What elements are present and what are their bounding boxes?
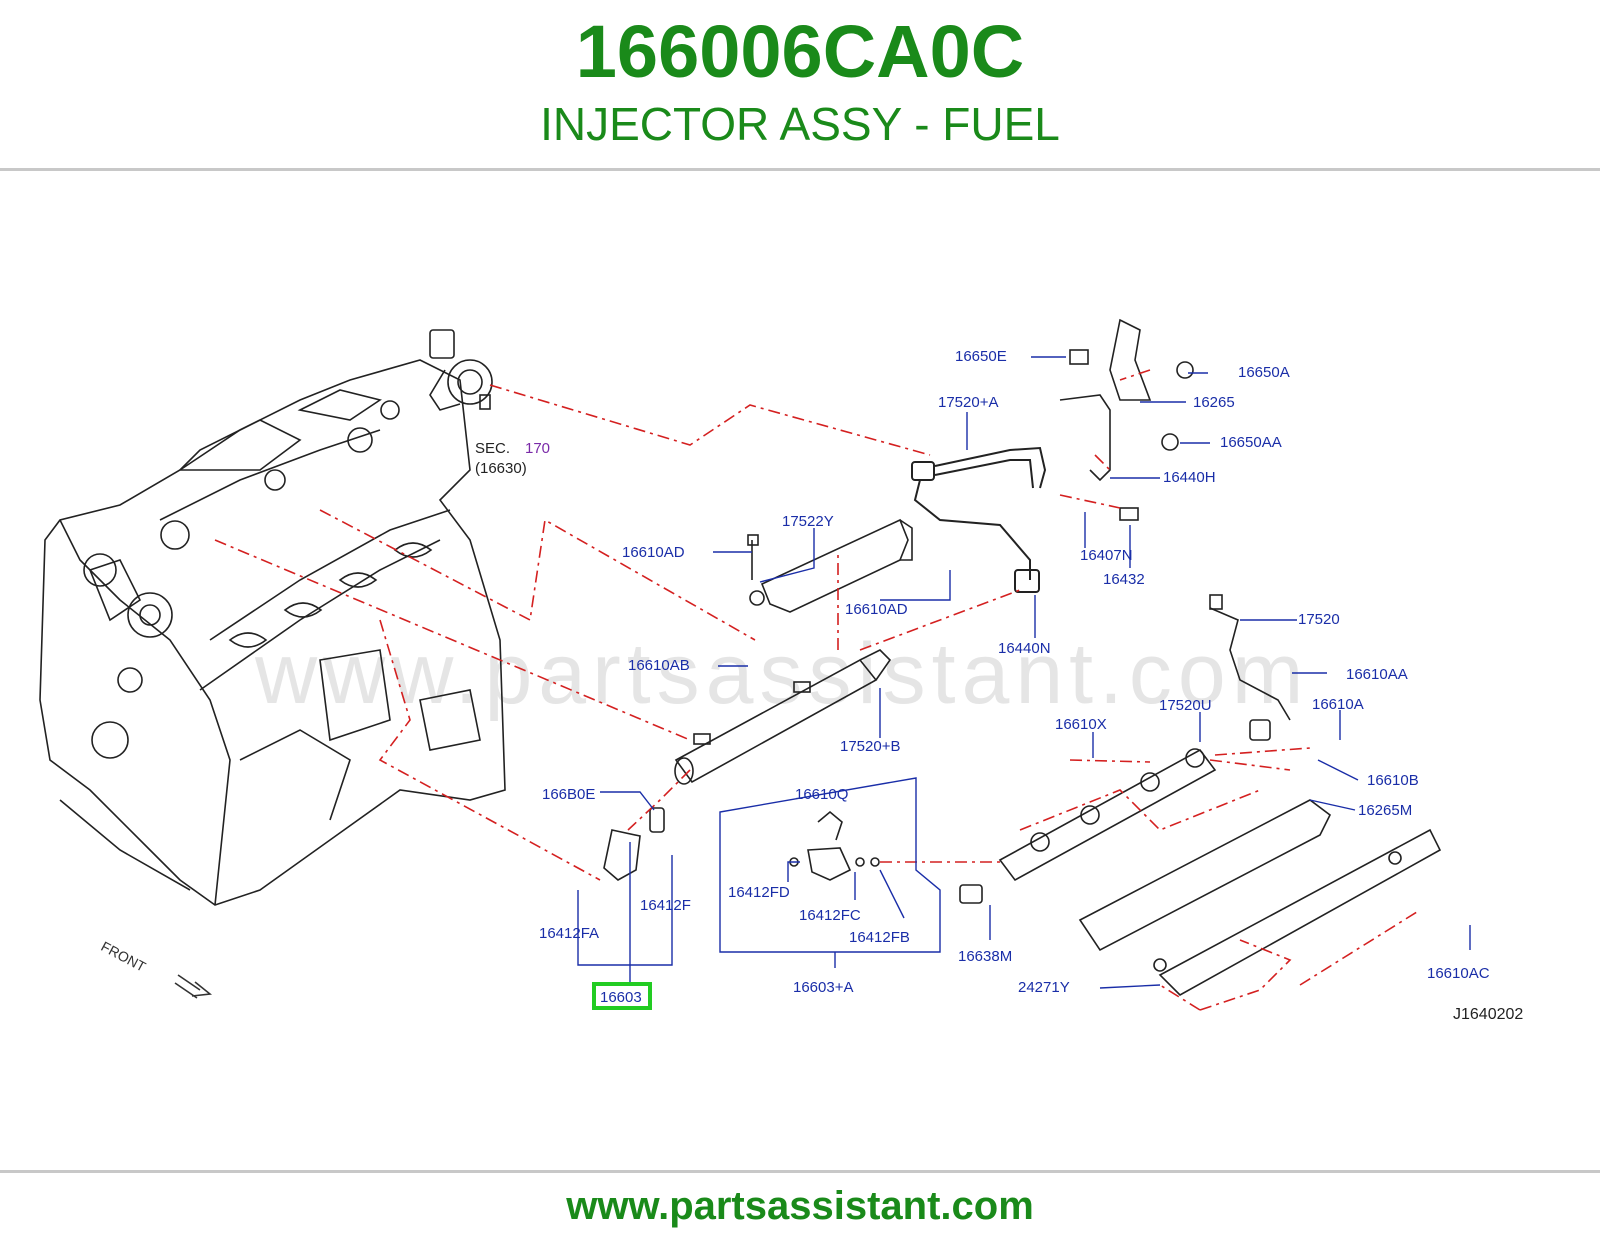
engine-block-drawing (39, 359, 506, 906)
footer-website-link[interactable]: www.partsassistant.com (566, 1184, 1034, 1228)
rail-assembly-right-drawing (959, 594, 1442, 996)
callout-16610q[interactable]: 16610Q (795, 786, 849, 803)
leader-lines-red (214, 369, 1421, 1011)
callout-16412f[interactable]: 16412F (640, 897, 691, 914)
fuel-pump-drawing (429, 329, 493, 411)
callout-16610ad-upper[interactable]: 16610AD (622, 544, 685, 561)
callout-16440h[interactable]: 16440H (1163, 469, 1216, 486)
header-divider (0, 168, 1600, 171)
callout-16265m[interactable]: 16265M (1358, 802, 1413, 819)
parts-diagram (39, 318, 1471, 1011)
callout-17520u[interactable]: 17520U (1159, 697, 1212, 714)
leader-lines-blue (577, 356, 1471, 989)
highlighted-part-box[interactable] (592, 982, 652, 1010)
callout-16650aa[interactable]: 16650AA (1220, 434, 1282, 451)
fuel-tube-drawing (911, 446, 1047, 593)
upper-bracket-drawing (1059, 318, 1194, 521)
callout-16610aa[interactable]: 16610AA (1346, 666, 1408, 683)
callout-16412fa[interactable]: 16412FA (539, 925, 600, 942)
protector-bracket-drawing (747, 518, 913, 613)
highlighted-part-label[interactable]: 16603 (600, 989, 642, 1006)
callout-17522y[interactable]: 17522Y (782, 513, 834, 530)
callout-16412fb[interactable]: 16412FB (849, 929, 910, 946)
fuel-rail-drawing (674, 649, 892, 785)
callout-16610ab[interactable]: 16610AB (628, 657, 690, 674)
callout-16610ad-lower[interactable]: 16610AD (845, 601, 908, 618)
callout-17520a[interactable]: 17520+A (938, 394, 999, 411)
footer-divider (0, 1170, 1600, 1173)
callout-24271y[interactable]: 24271Y (1018, 979, 1070, 996)
sec-label: SEC. (475, 440, 511, 457)
callout-16440n[interactable]: 16440N (998, 640, 1051, 657)
part-number-title: 166006CA0C (575, 10, 1025, 93)
callout-16610x[interactable]: 16610X (1055, 716, 1107, 733)
callout-16650a[interactable]: 16650A (1238, 364, 1290, 381)
sec-sub-label: (16630) (475, 460, 527, 477)
page-header: 166006CA0C INJECTOR ASSY - FUEL (0, 0, 1600, 172)
callout-16610ac[interactable]: 16610AC (1427, 965, 1490, 982)
callout-16407n[interactable]: 16407N (1080, 547, 1133, 564)
callout-16412fc[interactable]: 16412FC (799, 907, 861, 924)
callout-16610a[interactable]: 16610A (1312, 696, 1364, 713)
injector-drawing (603, 807, 880, 881)
callout-16603a[interactable]: 16603+A (793, 979, 854, 996)
callout-17520b[interactable]: 17520+B (840, 738, 901, 755)
callout-16432[interactable]: 16432 (1103, 571, 1145, 588)
callout-16638m[interactable]: 16638M (958, 948, 1013, 965)
callout-16610b[interactable]: 16610B (1367, 772, 1419, 789)
callout-16412fd[interactable]: 16412FD (728, 884, 790, 901)
watermark: www.partsassistant.com (255, 626, 1310, 722)
part-name-subtitle: INJECTOR ASSY - FUEL (540, 98, 1060, 150)
front-arrow (174, 974, 213, 999)
callout-17520[interactable]: 17520 (1298, 611, 1340, 628)
diagram-reference-code: J1640202 (1453, 1006, 1524, 1023)
sec-number-link[interactable]: 170 (525, 440, 551, 457)
callout-166b0e[interactable]: 166B0E (542, 786, 596, 803)
callout-16650e[interactable]: 16650E (955, 348, 1007, 365)
callout-16265[interactable]: 16265 (1193, 394, 1235, 411)
